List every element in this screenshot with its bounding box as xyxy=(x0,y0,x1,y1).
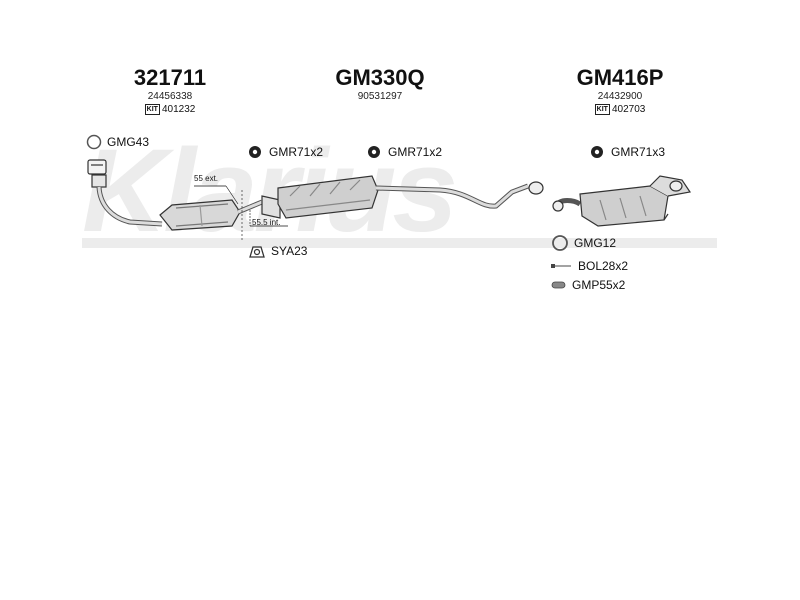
kit-number: KIT 402703 xyxy=(565,103,675,116)
part-gmr71-rear[interactable]: GMR71x3 xyxy=(590,145,665,159)
rubber-mount-icon xyxy=(249,146,261,158)
kit-number-value: 402703 xyxy=(611,104,646,115)
kit-number-value: 401232 xyxy=(161,104,196,115)
part-label: GMR71x2 xyxy=(388,145,443,159)
part-label: GMR71x2 xyxy=(269,145,324,159)
part-gmr71-front[interactable]: GMR71x2 xyxy=(248,145,323,159)
part-gmp55[interactable]: GMP55x2 xyxy=(551,278,625,292)
part-label: GMP55x2 xyxy=(572,278,626,292)
rubber-mount-icon xyxy=(368,146,380,158)
part-label: SYA23 xyxy=(271,244,308,258)
part-gmr71-centre[interactable]: GMR71x2 xyxy=(367,145,442,159)
bolt-icon xyxy=(551,264,571,268)
group-header-front: 321711 24456338 KIT 401232 xyxy=(120,66,220,116)
group-header-rear: GM416P 24432900 KIT 402703 xyxy=(565,66,675,116)
ring-gasket-icon xyxy=(86,134,102,150)
kit-badge: KIT xyxy=(594,104,610,115)
part-number[interactable]: GM330Q xyxy=(335,65,425,90)
clamp-icon xyxy=(551,281,566,289)
watermark-band xyxy=(82,238,717,248)
rubber-mount-icon xyxy=(591,146,603,158)
part-gmg12[interactable]: GMG12 xyxy=(551,234,616,252)
kit-number: KIT 401232 xyxy=(120,103,220,116)
oe-number: 24456338 xyxy=(147,91,193,102)
front-downpipe xyxy=(96,186,163,227)
dimension-external: 55 ext. xyxy=(194,174,219,183)
part-label: BOL28x2 xyxy=(578,259,629,273)
dimension-internal: 55.5 int. xyxy=(252,218,281,227)
ring-gasket-icon xyxy=(552,235,568,251)
part-label: GMG43 xyxy=(107,135,150,149)
rear-silencer xyxy=(552,175,692,227)
part-number[interactable]: 321711 xyxy=(133,65,207,90)
part-label: GMG12 xyxy=(574,236,617,250)
front-flange xyxy=(87,159,107,188)
mounting-bracket-icon xyxy=(249,246,265,258)
catalytic-converter xyxy=(159,199,241,231)
part-number[interactable]: GM416P xyxy=(576,65,664,90)
part-gmg43[interactable]: GMG43 xyxy=(86,134,149,150)
part-bol28[interactable]: BOL28x2 xyxy=(551,259,628,273)
part-sya23[interactable]: SYA23 xyxy=(248,243,307,259)
centre-silencer xyxy=(261,175,379,219)
part-label: GMR71x3 xyxy=(611,145,666,159)
group-header-centre: GM330Q 90531297 xyxy=(325,66,435,103)
oe-number: 24432900 xyxy=(597,91,643,102)
pipe-end-joint xyxy=(528,181,544,195)
oe-number: 90531297 xyxy=(357,91,403,102)
kit-badge: KIT xyxy=(144,104,160,115)
